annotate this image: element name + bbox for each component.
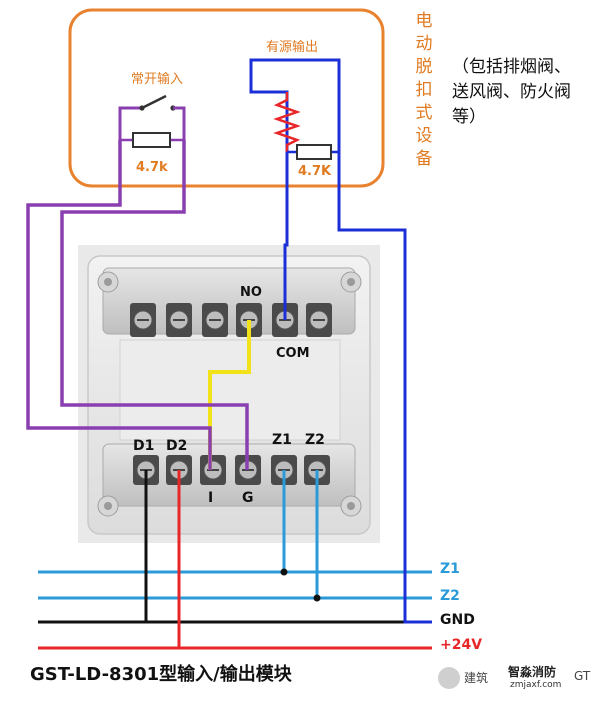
terminal-g-label: G (242, 490, 254, 506)
note-line-2: 送风阀、防火阀 (452, 82, 571, 102)
terminal-d2-label: D2 (166, 438, 188, 454)
watermark-suffix: GT (574, 669, 591, 683)
resistor-right-icon (296, 144, 332, 160)
terminal-com-label: COM (276, 346, 310, 361)
terminal-screw-i (200, 455, 226, 485)
module-title: GST-LD-8301型输入/输出模块 (30, 664, 292, 685)
device-side-label-text: 电 动 脱 扣 式 设 备 (415, 11, 433, 169)
chat-bubble-icon (438, 667, 460, 689)
terminal-z1-label: Z1 (272, 432, 292, 448)
watermark: 建筑 智淼消防 zmjaxf.com GT (438, 661, 598, 695)
terminal-screw-top-1 (130, 303, 156, 337)
bus-z2-label: Z2 (440, 588, 460, 604)
bus-gnd-label: GND (440, 612, 475, 628)
active-output-label: 有源输出 (266, 40, 319, 55)
terminal-screw-top-3 (202, 303, 228, 337)
terminal-screw-top-2 (166, 303, 192, 337)
wire-no-to-i (208, 320, 251, 470)
terminal-z2-label: Z2 (305, 432, 325, 448)
resistor-right-label: 4.7K (298, 164, 332, 179)
bus-plus24v-label: +24V (440, 637, 483, 653)
note-line-1: （包括排烟阀、 (452, 57, 571, 77)
note-line-3: 等） (452, 107, 486, 127)
junction-dot-z2 (313, 594, 321, 602)
watermark-site: zmjaxf.com (510, 680, 562, 690)
resistor-left-icon (132, 132, 171, 148)
device-box (68, 8, 385, 188)
terminal-screw-top-6 (306, 303, 332, 337)
device-side-label: 电 动 脱 扣 式 设 备 (414, 10, 434, 171)
resistor-left-label: 4.7k (136, 160, 168, 175)
wire-active-output (249, 58, 432, 624)
terminal-block-top (130, 303, 332, 337)
watermark-brand: 智淼消防 (508, 665, 557, 679)
terminal-i-label: I (208, 490, 214, 506)
output-coil-icon (273, 92, 301, 152)
normally-open-input-label: 常开输入 (131, 72, 184, 87)
watermark-name: 建筑 (464, 671, 489, 685)
terminal-d1-label: D1 (133, 438, 155, 454)
terminal-no-label: NO (240, 285, 262, 300)
wire-input-to-g (60, 140, 249, 470)
junction-dot-z1 (280, 568, 288, 576)
switch-contact-icon (141, 94, 167, 110)
wire-input-to-i (26, 140, 212, 470)
module-body (78, 245, 380, 543)
bus-z1-label: Z1 (440, 561, 460, 577)
